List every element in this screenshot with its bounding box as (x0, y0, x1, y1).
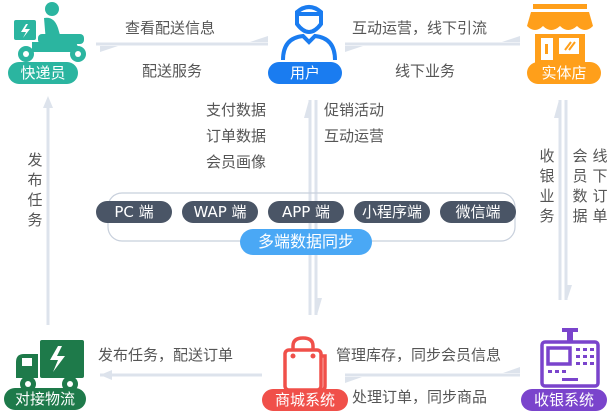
flow-store-cashier-right-1: 会员数据 (572, 147, 588, 225)
user-icon (281, 5, 337, 61)
node-courier-label: 快递员 (8, 62, 78, 84)
flow-user-store-top: 互动运营，线下引流 (352, 19, 488, 37)
channel-wap: WAP 端 (182, 201, 258, 223)
flow-store-cashier-left: 收银业务 (539, 147, 555, 225)
node-cashier-label: 收银系统 (521, 389, 607, 411)
channel-pc: PC 端 (96, 201, 172, 223)
channel-mini-program: 小程序端 (354, 201, 430, 223)
flow-user-mall-left-1: 支付数据 (206, 101, 267, 119)
flow-user-mall-right-2: 互动运营 (324, 127, 385, 145)
cash-register-icon (540, 328, 600, 388)
flow-courier-user-top: 查看配送信息 (125, 19, 216, 37)
node-mall-label: 商城系统 (262, 389, 348, 411)
node-logistics-label: 对接物流 (4, 388, 86, 410)
channel-app: APP 端 (268, 201, 344, 223)
flow-user-mall-right-1: 促销活动 (324, 101, 385, 119)
flow-mall-cashier-top: 管理库存，同步会员信息 (336, 346, 502, 364)
flow-user-store-bottom: 线下业务 (395, 62, 456, 80)
shopping-bag-icon (283, 336, 327, 392)
flow-mall-cashier-bottom: 处理订单，同步商品 (352, 388, 488, 406)
node-user-label: 用户 (268, 62, 342, 84)
multi-channel-sync-label: 多端数据同步 (240, 229, 372, 255)
channel-wechat: 微信端 (440, 201, 516, 223)
flow-courier-user-bottom: 配送服务 (142, 62, 203, 80)
flow-store-cashier-right-2: 线下订单 (592, 147, 608, 225)
flow-user-mall-left-2: 订单数据 (206, 127, 267, 145)
storefront-icon (527, 4, 593, 64)
flow-user-mall-left-3: 会员画像 (206, 153, 267, 171)
flow-logistics-courier: 发布任务 (27, 151, 43, 229)
node-store-label: 实体店 (527, 62, 601, 84)
scooter-delivery-icon (14, 2, 86, 62)
flow-mall-logistics: 发布任务，配送订单 (98, 346, 234, 364)
